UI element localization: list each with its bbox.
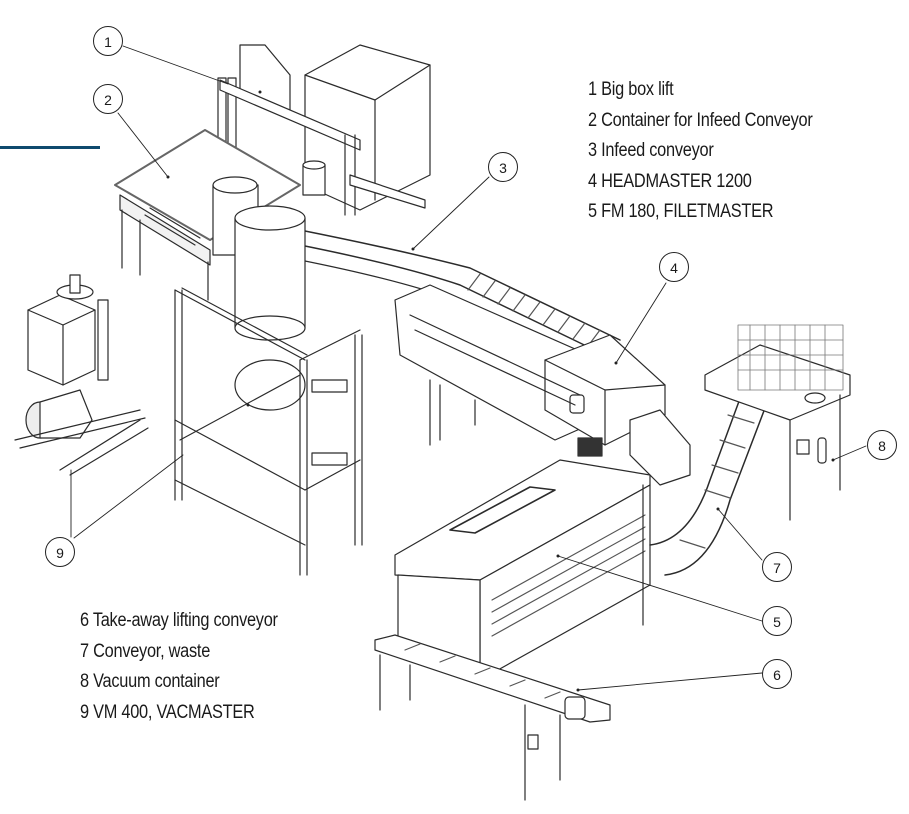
legend-item: 4 HEADMASTER 1200 <box>588 170 752 192</box>
callout-3: 3 <box>488 152 518 182</box>
accent-bar <box>0 146 100 149</box>
legend-item: 9 VM 400, VACMASTER <box>80 701 255 723</box>
legend-item: 6 Take-away lifting conveyor <box>80 610 278 631</box>
callout-7: 7 <box>762 552 792 582</box>
callout-6: 6 <box>762 659 792 689</box>
big-box-lift <box>217 44 431 216</box>
callout-2: 2 <box>93 84 123 114</box>
headmaster-machine <box>394 284 691 486</box>
leader-lines <box>70 45 867 691</box>
legend-item: 7 Conveyor, waste <box>80 640 211 662</box>
callout-4: 4 <box>659 252 689 282</box>
legend-bottom: 6 Take-away lifting conveyor 7 Conveyor,… <box>80 606 278 728</box>
legend-top: 1 Big box lift 2 Container for Infeed Co… <box>588 75 813 228</box>
waste-conveyor <box>649 384 771 576</box>
vacuum-container <box>704 324 851 521</box>
legend-item: 5 FM 180, FILETMASTER <box>588 201 774 222</box>
legend-item: 1 Big box lift <box>588 79 674 100</box>
takeaway-conveyor <box>374 634 611 801</box>
legend-item: 2 Container for Infeed Conveyor <box>588 109 813 131</box>
callout-9: 9 <box>45 537 75 567</box>
leader-dots <box>166 90 835 692</box>
vacmaster-unit <box>14 274 149 476</box>
callout-1: 1 <box>93 26 123 56</box>
callout-8: 8 <box>867 430 897 460</box>
filetmaster-machine <box>394 459 651 681</box>
tank-frame <box>174 176 363 576</box>
callout-5: 5 <box>762 606 792 636</box>
legend-item: 3 Infeed conveyor <box>588 140 714 161</box>
legend-item: 8 Vacuum container <box>80 671 220 692</box>
